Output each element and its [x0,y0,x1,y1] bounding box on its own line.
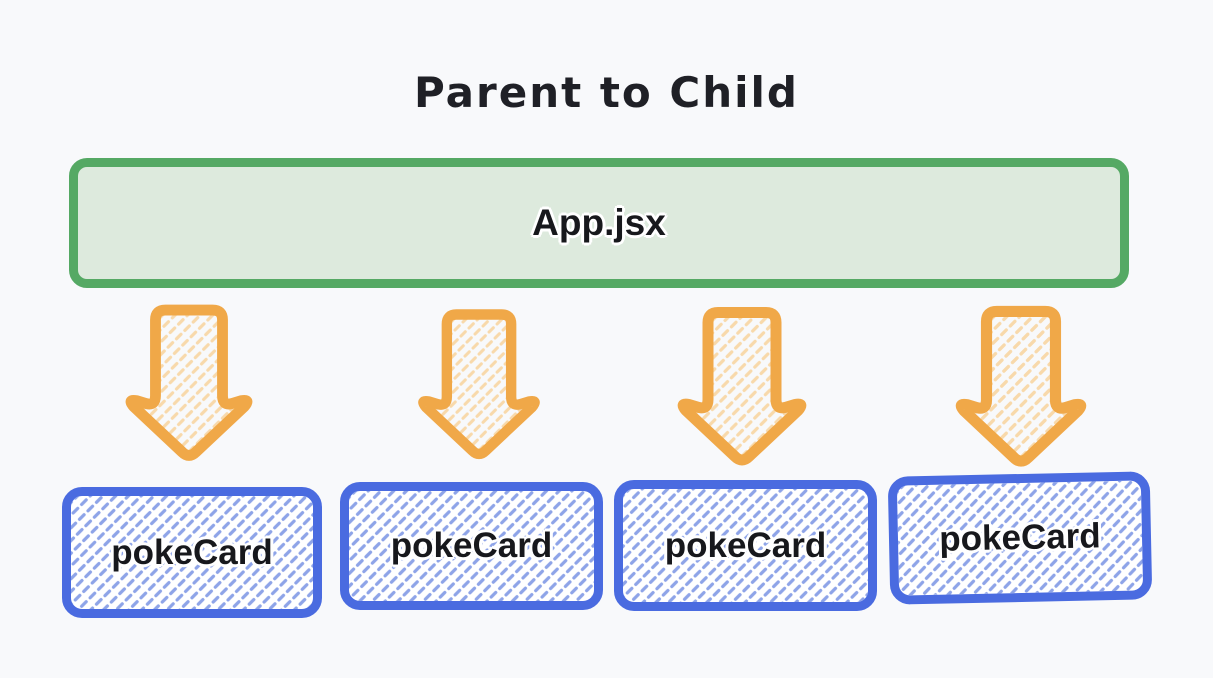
down-arrow-icon [677,307,807,466]
parent-node-label: App.jsx [532,202,666,243]
child-node-pokecard: pokeCard [62,487,322,618]
down-arrow-icon [125,304,253,461]
child-node-pokecard: pokeCard [887,471,1153,605]
down-arrow-icon [955,305,1087,467]
child-node-label: pokeCard [390,526,553,565]
child-node-pokecard: pokeCard [614,480,877,611]
hatch-pattern [349,491,594,601]
hatch-pattern [623,489,868,602]
child-node-label: pokeCard [664,525,827,565]
hatch-pattern [71,496,313,609]
parent-node-app-jsx: App.jsx [69,158,1129,288]
diagram-title: Parent to Child [414,68,799,117]
down-arrow-icon [418,309,540,460]
child-node-label: pokeCard [111,532,273,572]
hatch-pattern [896,480,1144,596]
child-node-pokecard: pokeCard [340,482,603,610]
child-node-label: pokeCard [938,516,1102,559]
